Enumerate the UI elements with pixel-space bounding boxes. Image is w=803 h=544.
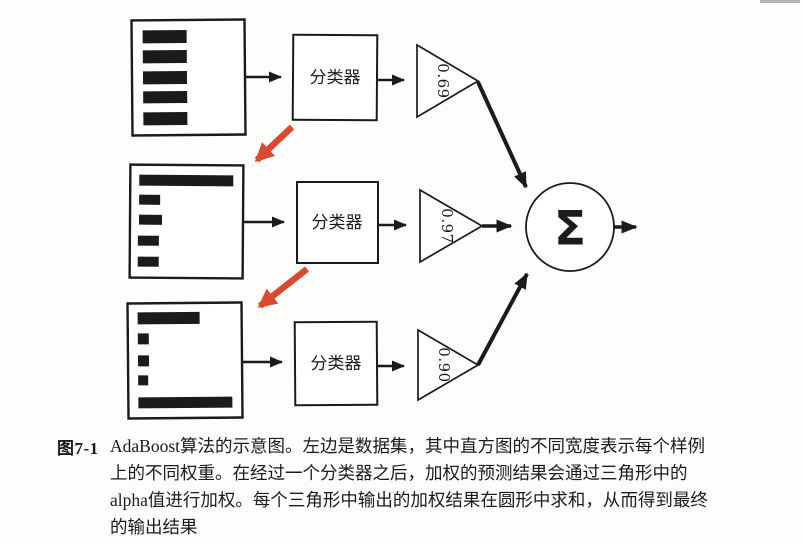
highlight-arrow-1 [254, 124, 295, 163]
weight-bars-2 [137, 174, 234, 267]
weight-bars-3 [137, 311, 233, 409]
caption-line: 上的不同权重。在经过一个分类器之后，加权的预测结果会通过三角形中的 [110, 463, 688, 483]
classifier-label-3: 分类器 [310, 354, 361, 373]
dataset-box-1 [130, 18, 247, 137]
weight-bar [143, 112, 188, 126]
arrow-triangle1-to-sum [476, 81, 528, 189]
weight-bars-1 [142, 30, 188, 126]
weight-bar [138, 396, 233, 409]
weight-bar [137, 355, 150, 367]
highlight-arrow-2 [257, 266, 310, 309]
scan-smudge [760, 0, 800, 3]
weight-bar [142, 30, 187, 44]
alpha-triangle-1: 0.69 [416, 43, 480, 119]
alpha-value-1: 0.69 [434, 63, 452, 98]
weight-bar [142, 71, 188, 85]
weight-bar [138, 375, 149, 386]
alpha-value-3: 0.90 [435, 347, 453, 382]
classifier-label-2: 分类器 [312, 213, 363, 232]
weight-bar [142, 50, 187, 64]
classifier-box-3: 分类器 [293, 320, 379, 407]
alpha-triangle-2: 0.97 [419, 188, 484, 264]
weight-bar [143, 91, 188, 104]
classifier-box-1: 分类器 [291, 33, 379, 122]
caption-line: 的输出结果 [110, 517, 198, 537]
dataset-box-2 [128, 163, 245, 280]
figure-caption: AdaBoost算法的示意图。左边是数据集，其中直方图的不同宽度表示每个样例 上… [110, 433, 708, 541]
arrow-triangle3-to-sum [476, 272, 529, 366]
weight-bar [138, 214, 163, 225]
classifier-box-2: 分类器 [296, 181, 379, 264]
weight-bar [137, 333, 149, 345]
weight-bar [139, 174, 234, 187]
weight-bar [137, 235, 159, 246]
caption-line: alpha值进行加权。每个三角形中输出的加权结果在圆形中求和，从而得到最终 [110, 490, 708, 510]
sum-circle: Σ [525, 182, 615, 272]
weight-bar [137, 311, 200, 325]
sigma-symbol: Σ [554, 202, 586, 257]
weight-bar [139, 194, 161, 205]
classifier-label-1: 分类器 [309, 68, 360, 87]
alpha-triangle-3: 0.90 [417, 328, 480, 402]
dataset-box-3 [126, 301, 244, 420]
alpha-value-2: 0.97 [438, 208, 456, 243]
caption-line: AdaBoost算法的示意图。左边是数据集，其中直方图的不同宽度表示每个样例 [110, 436, 705, 456]
caption-label: 图7-1 [57, 439, 99, 458]
weight-bar [137, 256, 159, 267]
